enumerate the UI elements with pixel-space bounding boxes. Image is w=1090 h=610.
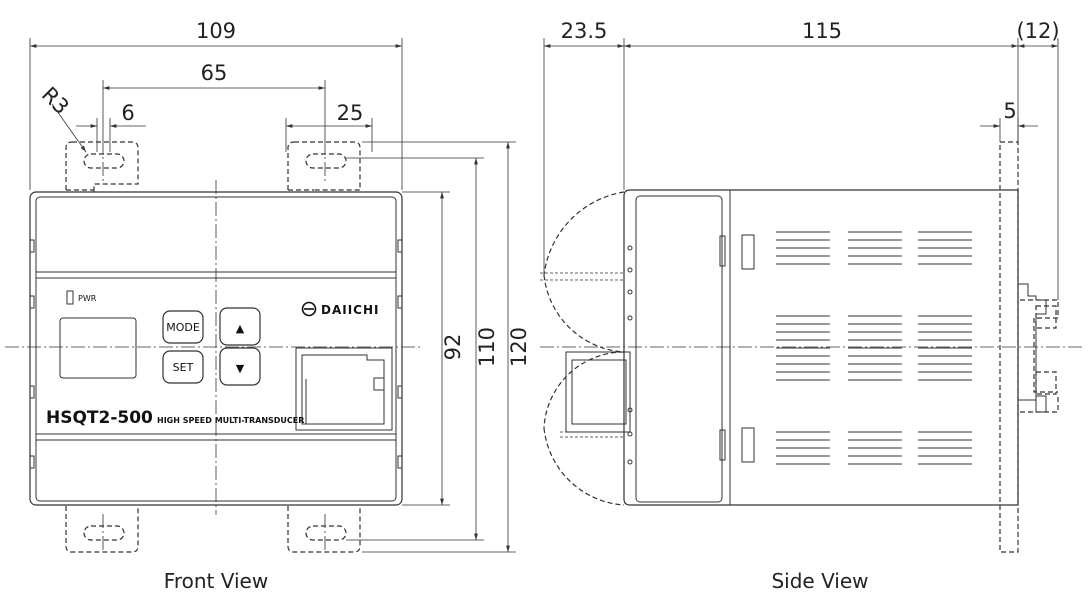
front-view-caption: Front View [164,569,268,593]
model-subtitle: HIGH SPEED MULTI-TRANSDUCER [157,416,304,425]
pwr-label: PWR [78,294,97,303]
dim-12: (12) [1016,19,1059,43]
dim-6: 6 [121,101,134,125]
dim-r3: R3 [37,82,74,119]
dim-23-5: 23.5 [561,19,608,43]
svg-text:SET: SET [173,361,194,374]
side-view: 23.5 115 (12) 5 Side View [540,19,1085,593]
set-button[interactable]: SET [162,350,204,384]
down-arrow-icon: ▼ [236,362,245,375]
down-button[interactable]: ▼ [219,347,261,386]
up-arrow-icon: ▲ [236,322,245,335]
dim-115: 115 [802,19,842,43]
dim-65: 65 [201,61,228,85]
dim-109: 109 [196,19,236,43]
door-swing-arcs [540,191,625,506]
svg-text:MODE: MODE [166,321,200,334]
side-view-caption: Side View [771,569,868,593]
front-dimensions: 109 65 6 R3 25 92 110 [29,19,531,553]
brand-logo: DAIICHI [301,301,380,317]
dim-5: 5 [1003,99,1016,123]
up-button[interactable]: ▲ [219,307,261,346]
brand-text: DAIICHI [321,303,380,317]
front-view: PWR MODE SET ▲ ▼ DAIICHI [5,19,531,593]
dim-110: 110 [475,327,499,367]
mounting-flanges [65,140,361,553]
mode-button[interactable]: MODE [162,310,204,344]
model-name: HSQT2-500 [46,408,153,428]
din-bracket [999,141,1059,553]
display-window [59,317,137,379]
side-dimensions: 23.5 115 (12) 5 [543,19,1060,300]
pwr-led [66,290,74,305]
vent-slots [776,231,972,465]
dim-25: 25 [337,101,364,125]
front-panel: PWR MODE SET ▲ ▼ DAIICHI [46,290,393,431]
terminal-block [295,347,393,431]
dim-92: 92 [441,334,465,361]
dim-120: 120 [507,327,531,367]
